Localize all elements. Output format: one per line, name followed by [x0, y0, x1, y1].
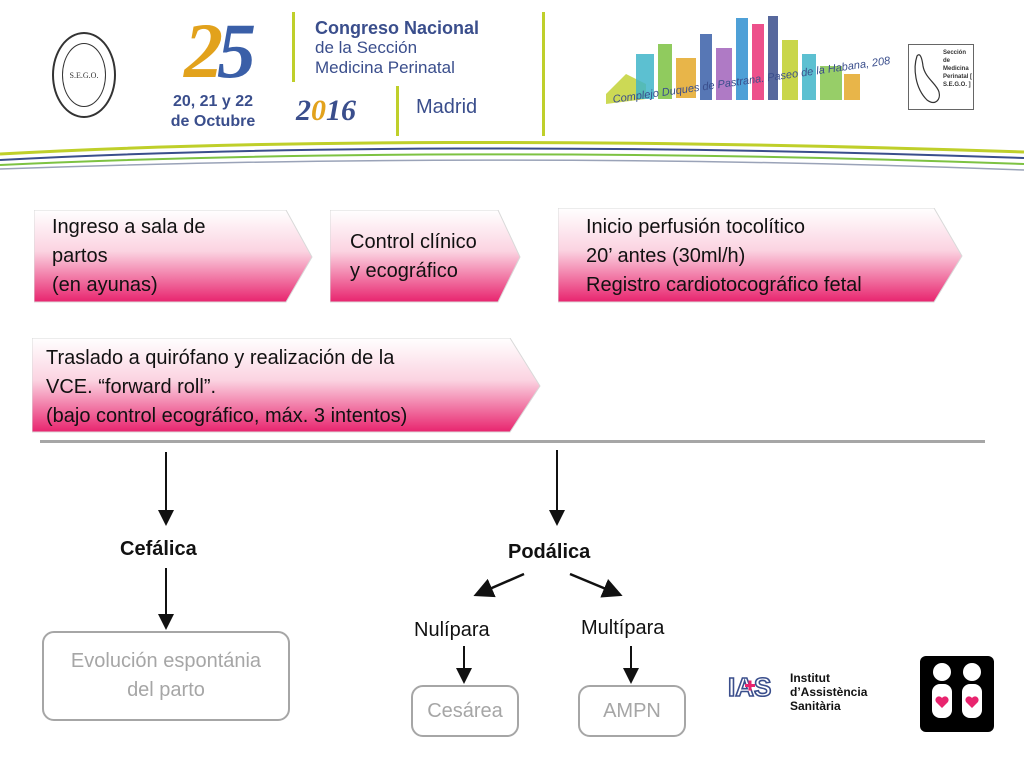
ias-logo-mark: IAS [728, 672, 772, 702]
perinatal-section-logo: Sección de Medicina Perinatal [ S.E.G.O.… [908, 44, 974, 110]
congress-city: Madrid [416, 96, 478, 118]
caesarean-box: Cesárea [411, 685, 519, 737]
mother-child-hospital-logo [920, 656, 994, 732]
flow-step-admission: Ingreso a sala de partos (en ayunas) [34, 210, 314, 304]
nulliparous-label: Nulípara [414, 619, 490, 641]
edition-digit-1: 2 [184, 7, 223, 94]
flow-step-admission-text: Ingreso a sala de partos (en ayunas) [52, 216, 206, 296]
flow-step-ecv-procedure: Traslado a quirófano y realización de la… [32, 338, 542, 434]
ampn-box: AMPN [578, 685, 686, 737]
year-part-1: 2 [296, 94, 311, 127]
breech-label: Podálica [508, 541, 591, 563]
divider-bar-2 [396, 86, 399, 136]
arrow-to-nulliparous [473, 572, 525, 598]
step-arrow-shape [34, 210, 313, 303]
uterus-outline-icon [914, 54, 940, 104]
flow-step-ecv-procedure-text: Traslado a quirófano y realización de la… [46, 347, 408, 427]
arrow-to-multiparous [569, 572, 623, 598]
year-part-2: 0 [311, 94, 326, 127]
year-part-3: 16 [326, 94, 356, 127]
spontaneous-labour-box: Evolución espontánia del parto [42, 631, 290, 721]
congress-title: Congreso Nacional de la Sección Medicina… [315, 18, 479, 78]
perinatal-section-logo-text: Sección de Medicina Perinatal [ S.E.G.O.… [943, 50, 973, 88]
sego-seal-inner: S.E.G.O. [62, 43, 106, 107]
svg-text:IAS: IAS [728, 672, 771, 702]
multiparous-label: Multípara [581, 617, 665, 639]
edition-number: 25 [184, 6, 256, 96]
step-arrow-shape [330, 210, 521, 303]
flow-step-monitoring: Control clínico y ecográfico [330, 210, 522, 304]
flow-divider-line [40, 440, 985, 443]
flow-step-tocolysis: Inicio perfusión tocolítico 20’ antes (3… [558, 208, 964, 304]
banner-swoosh-decoration [0, 140, 1024, 171]
cephalic-label: Cefálica [120, 538, 197, 560]
flow-step-monitoring-text: Control clínico y ecográfico [350, 231, 477, 282]
edition-digit-2: 5 [217, 7, 256, 94]
ias-institution-name: Institut d’Assistència Sanitària [790, 671, 868, 713]
step-arrow-shape [32, 338, 541, 433]
congress-title-line1: Congreso Nacional [315, 18, 480, 38]
step-arrow-shape [558, 208, 963, 303]
twin-children-heart-icon [932, 663, 982, 718]
sego-seal-logo: S.E.G.O. [52, 32, 116, 118]
congress-title-line3: Medicina Perinatal [315, 58, 455, 77]
divider-bar-3 [542, 12, 545, 136]
divider-bar-1 [292, 12, 295, 82]
congress-year: 2016 [296, 94, 356, 128]
congress-dates: 20, 21 y 22 de Octubre [170, 93, 256, 130]
madrid-skyline-illustration [606, 16, 860, 104]
flow-step-tocolysis-text: Inicio perfusión tocolítico 20’ antes (3… [586, 216, 862, 296]
congress-banner: S.E.G.O. 25 20, 21 y 22 de Octubre Congr… [0, 0, 1024, 171]
congress-title-line2: de la Sección [315, 38, 418, 57]
